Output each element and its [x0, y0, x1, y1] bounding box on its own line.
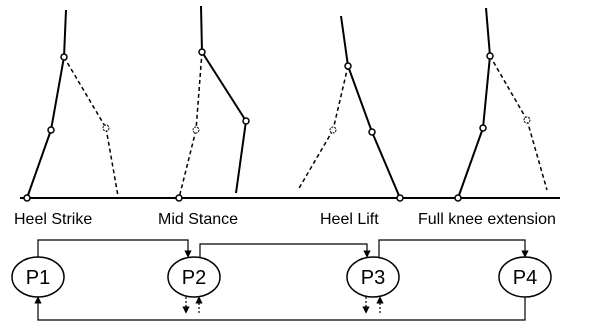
state-node-p3: P3	[346, 256, 400, 298]
state-label-p1: P1	[26, 267, 50, 289]
leg-figure-heel-lift	[297, 15, 404, 202]
state-label-p4: P4	[513, 267, 537, 289]
transition-p2-to-p3	[199, 243, 371, 258]
leg-figure-full-knee-extension	[454, 7, 548, 202]
state-node-p1: P1	[11, 256, 65, 298]
state-label-p2: P2	[182, 267, 206, 289]
transition-p1-to-p2	[37, 239, 192, 258]
leg-figure-heel-strike	[23, 9, 119, 202]
phase-label-heel-strike: Heel Strike	[14, 211, 92, 228]
leg-figure-mid-stance	[175, 5, 250, 202]
transition-p4-to-p1	[34, 296, 526, 321]
phase-label-full-knee-extension: Full knee extension	[418, 211, 556, 228]
state-node-p2: P2	[167, 256, 221, 298]
state-label-p3: P3	[361, 267, 385, 289]
transition-p3-to-p4	[378, 239, 529, 258]
phase-label-mid-stance: Mid Stance	[158, 211, 238, 228]
state-node-p4: P4	[498, 256, 552, 298]
phase-label-heel-lift: Heel Lift	[320, 211, 379, 228]
